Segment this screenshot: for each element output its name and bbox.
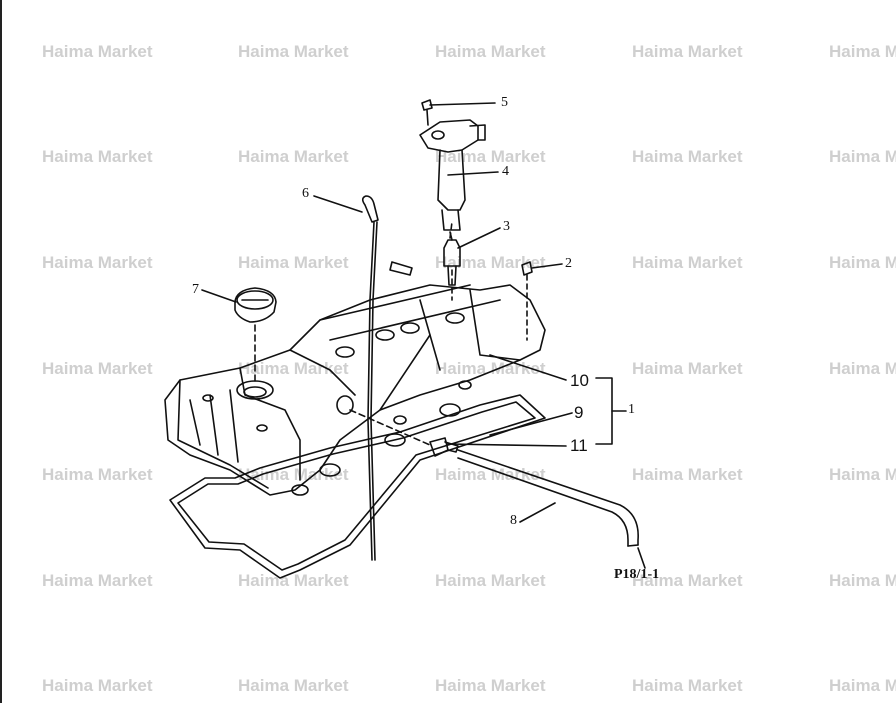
- coil-bolt: [421, 99, 433, 111]
- callout-5: 5: [501, 95, 508, 110]
- watermark-text: Haima Market: [632, 147, 743, 166]
- watermark-text: Haima Market: [42, 465, 153, 484]
- watermark-text: Haima Market: [829, 147, 896, 166]
- watermark-text: Haima Market: [632, 42, 743, 61]
- watermark-text: Haima Market: [42, 253, 153, 272]
- valve-cover: [164, 284, 546, 496]
- leader-10: [489, 354, 567, 381]
- spark-plug: [443, 239, 461, 267]
- watermark-text: Haima Market: [42, 571, 153, 590]
- leader-ref: [637, 547, 646, 569]
- watermark-text: Haima Market: [435, 42, 546, 61]
- watermark-text: Haima Market: [238, 676, 349, 695]
- watermark-text: Haima Market: [829, 676, 896, 695]
- watermark-text: Haima Market: [435, 571, 546, 590]
- cover-bolt: [521, 261, 533, 276]
- figure-reference: P18/1-1: [614, 567, 660, 582]
- watermark-text: Haima Market: [829, 359, 896, 378]
- watermark-text: Haima Market: [238, 253, 349, 272]
- watermark-text: Haima Market: [238, 571, 349, 590]
- watermark-text: Haima Market: [829, 42, 896, 61]
- watermark-text: Haima Market: [42, 147, 153, 166]
- leader-11: [447, 443, 567, 447]
- watermark-text: Haima Market: [632, 465, 743, 484]
- watermark-text: Haima Market: [632, 571, 743, 590]
- breather-hose: [457, 449, 639, 546]
- leader-3: [457, 227, 501, 249]
- oil-filler-cap: [234, 287, 277, 323]
- leader-9: [489, 412, 573, 436]
- callout-3: 3: [503, 219, 510, 234]
- watermark-text: Haima Market: [42, 676, 153, 695]
- watermark-text: Haima Market: [632, 253, 743, 272]
- callout-2: 2: [565, 256, 572, 271]
- oil-dipstick: [361, 195, 379, 223]
- watermark-text: Haima Market: [238, 42, 349, 61]
- leader-2: [531, 263, 563, 269]
- watermark-text: Haima Market: [632, 359, 743, 378]
- callout-11: 11: [570, 436, 588, 455]
- watermark-text: Haima Market: [238, 359, 349, 378]
- watermark-text: Haima Market: [829, 465, 896, 484]
- leader-4: [447, 171, 499, 176]
- leader-7: [201, 289, 237, 303]
- watermark-text: Haima Market: [238, 147, 349, 166]
- leader-6: [313, 195, 363, 213]
- watermark-text: Haima Market: [829, 253, 896, 272]
- watermark-text: Haima Market: [435, 676, 546, 695]
- callout-8: 8: [510, 513, 517, 528]
- watermark-text: Haima Market: [42, 42, 153, 61]
- pcv-valve: [429, 437, 449, 457]
- watermark-text: Haima Market: [42, 359, 153, 378]
- leader-5: [429, 102, 496, 106]
- leader-8: [519, 502, 556, 523]
- callout-9: 9: [574, 403, 584, 422]
- group-bracket: [595, 377, 613, 445]
- callout-10: 10: [570, 371, 589, 390]
- callout-1: 1: [628, 402, 635, 417]
- callout-7: 7: [192, 282, 199, 297]
- watermark-text: Haima Market: [435, 253, 546, 272]
- frame-left-edge: [0, 0, 2, 703]
- watermark-text: Haima Market: [829, 571, 896, 590]
- callout-6: 6: [302, 186, 309, 201]
- callout-4: 4: [502, 164, 509, 179]
- cover-gasket: [169, 394, 546, 579]
- watermark-text: Haima Market: [632, 676, 743, 695]
